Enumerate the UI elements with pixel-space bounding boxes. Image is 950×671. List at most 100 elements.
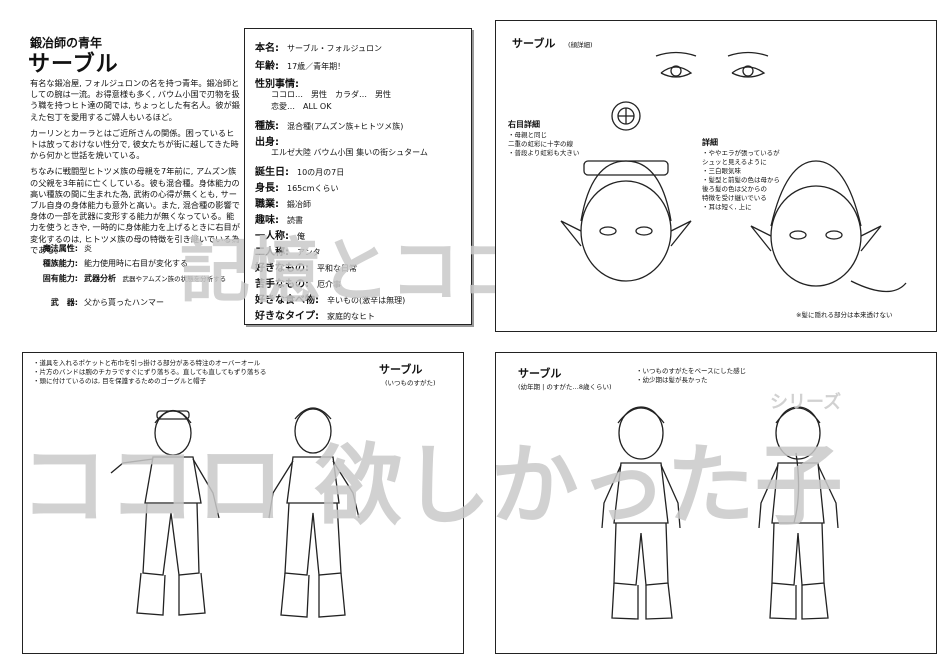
childhood-note: ・いつものすがたをベースにした感じ: [636, 367, 747, 375]
detail-note: ・髪型と前髪の色は母から: [702, 176, 780, 184]
profile-key: 二人称:: [255, 247, 289, 258]
profile-row: 一人称: 俺: [255, 227, 305, 242]
profile-key: 好きな食べ物:: [255, 295, 319, 306]
outfit-notes: ・道具を入れるポケットと布巾を引っ掛ける部分がある特注のオーバーオール ・片方の…: [33, 359, 353, 386]
profile-value: 混合種(アムズン族+ヒトツメ族): [287, 122, 404, 131]
detail-note: ・耳は短く, 上に: [702, 203, 752, 211]
skill-row: 武 器: 父から貰ったハンマー: [28, 297, 240, 312]
profile-key: 身長:: [255, 183, 279, 194]
profile-row: 誕生日: 10の月の7日: [255, 163, 344, 178]
profile-row: 出身:: [255, 133, 287, 148]
profile-row: 年齢: 17歳／青年期！: [255, 57, 345, 72]
skill-value: 武器分析: [84, 274, 116, 283]
profile-value: アンタ: [297, 248, 321, 257]
skill-key: 固有能力:: [42, 274, 78, 283]
profile-value: 17歳／青年期！: [287, 62, 346, 71]
profile-key: 一人称:: [255, 231, 289, 242]
profile-value: 読書: [287, 216, 303, 225]
outfit-note: ・道具を入れるポケットと布巾を引っ掛ける部分がある特注のオーバーオール: [33, 359, 261, 367]
panel-subtitle: (いつものすがた): [385, 379, 436, 387]
profile-key: 趣味:: [255, 215, 279, 226]
child-illustration-front-back: [601, 406, 839, 620]
profile-row: 二人称: アンタ: [255, 243, 321, 258]
profile-value: サーブル・フォルジュロン: [287, 44, 382, 53]
profile-value: 鍛冶師: [287, 200, 311, 209]
right-eye-title: 右目詳細: [508, 120, 540, 129]
childhood-notes: ・いつものすがたをベースにした感じ ・幼少期は髪が長かった: [636, 367, 746, 385]
profile-key: 好きなタイプ:: [255, 311, 319, 322]
profile-key: 出身:: [255, 137, 279, 148]
profile-value: 家庭的なヒト: [327, 312, 375, 321]
character-name: サーブル: [28, 52, 119, 77]
childhood-note: ・幼少期は髪が長かった: [636, 376, 708, 384]
profile-key: 好きなもの:: [255, 263, 309, 274]
profile-value: ココロ… 男性 カラダ… 男性: [271, 90, 391, 99]
profile-row: 恋愛… ALL OK: [255, 101, 331, 112]
skill-value: 父から貰ったハンマー: [84, 298, 164, 307]
skill-key: 種族能力:: [42, 259, 78, 268]
profile-key: 苦手なもの:: [255, 279, 309, 290]
profile-value: 10の月の7日: [297, 168, 345, 177]
character-illustration-front-back: [110, 407, 360, 618]
detail-note: 後ろ髪の色は父からの: [702, 185, 767, 193]
profile-row: 好きなタイプ: 家庭的なヒト: [255, 307, 375, 322]
full-body-panel: ・道具を入れるポケットと布巾を引っ掛ける部分がある特注のオーバーオール ・片方の…: [22, 352, 464, 654]
left-page: 鍛冶師の青年 サーブル 有名な鍛冶屋, フォルジュロンの名を持つ青年。鍛冶師とし…: [22, 28, 600, 654]
skills-box: 魔法属性: 炎 種族能力: 能力使用時に右目が変化する 固有能力: 武器分析 武…: [28, 243, 240, 321]
outfit-note: ・頭に付けているのは, 目を保護するためのゴーグルと帽子: [33, 377, 207, 385]
childhood-panel: サーブル (幼年期 | のすがた…8歳くらい) ・いつものすがたをベースにした感…: [495, 352, 937, 654]
profile-value: 辛いもの(激辛は無理): [327, 296, 406, 305]
profile-row: エルゼ大陸 バウム小国 集いの街シュターム: [255, 147, 428, 158]
profile-row: 好きなもの: 平和な日常: [255, 259, 357, 274]
skill-key: 魔法属性:: [42, 244, 78, 253]
outfit-note: ・片方のバンドは腕のチカラですぐにずり落ちる。直しても直してもずり落ちる: [33, 368, 267, 376]
profile-row: 苦手なもの: 厄介事: [255, 275, 341, 290]
skill-key: 武 器:: [50, 298, 78, 307]
profile-row: 趣味: 読書: [255, 211, 303, 226]
profile-key: 年齢:: [255, 61, 279, 72]
eye-note: ・普段より虹彩も大きい: [508, 149, 580, 157]
panel-title: サーブル: [512, 37, 556, 50]
detail-note: ・三白眼気味: [702, 167, 741, 175]
profile-row: 種族: 混合種(アムズン族+ヒトツメ族): [255, 117, 403, 132]
description-paragraph: カーリンとカーラとはご近所さんの関係。困っているヒトは放っておけない性分で, 彼…: [30, 127, 239, 161]
profile-key: 誕生日:: [255, 167, 289, 178]
character-subtitle: 鍛冶師の青年: [30, 36, 103, 50]
skill-row: 種族能力: 能力使用時に右目が変化する: [28, 258, 240, 273]
profile-row: 身長: 165cmくらい: [255, 179, 338, 194]
profile-value: 165cmくらい: [287, 184, 339, 193]
profile-key: 種族:: [255, 121, 279, 132]
profile-row: 職業: 鍛冶師: [255, 195, 311, 210]
profile-value: 俺: [297, 232, 305, 241]
detail-note: シュッと見えるように: [702, 158, 767, 166]
profile-value: エルゼ大陸 バウム小国 集いの街シュターム: [271, 148, 428, 157]
description-paragraph: 有名な鍛冶屋, フォルジュロンの名を持つ青年。鍛冶師としての腕は一流。お得意様も…: [30, 78, 240, 122]
eye-note: 二重の虹彩に十字の線: [508, 140, 573, 148]
skill-value: 炎: [84, 244, 92, 253]
detail-notes: ・ややエラが張っているが シュッと見えるように ・三白眼気味 ・髪型と前髪の色は…: [702, 149, 780, 212]
profile-row: 性別事情:: [255, 75, 307, 90]
profile-key: 本名:: [255, 43, 279, 54]
skill-value: 能力使用時に右目が変化する: [84, 259, 188, 268]
face-illustrations: [560, 51, 907, 293]
profile-value: 平和な日常: [317, 264, 357, 273]
detail-title: 詳細: [702, 138, 718, 147]
panel-subtitle: (顔詳細): [568, 41, 593, 49]
profile-row: ココロ… 男性 カラダ… 男性: [255, 89, 391, 100]
detail-note: 特徴を受け継いでいる: [702, 194, 767, 202]
profile-value: 厄介事: [317, 280, 341, 289]
profile-key: 性別事情:: [255, 79, 299, 90]
panel-title: サーブル: [518, 367, 562, 380]
detail-note: ・ややエラが張っているが: [702, 149, 780, 157]
eye-note: ・母親と同じ: [508, 131, 547, 139]
face-detail-panel: サーブル (顔詳細) 右目詳細 ・母親と同じ 二重の虹彩に十字の線 ・普段より虹…: [495, 20, 937, 332]
skill-row: 固有能力: 武器分析 武器やアムズン族の状態を分析する: [28, 273, 240, 297]
panel-subtitle: (幼年期 | のすがた…8歳くらい): [518, 383, 612, 391]
profile-row: 好きな食べ物: 辛いもの(激辛は無理): [255, 291, 405, 306]
panel-title: サーブル: [379, 363, 423, 376]
character-description: 有名な鍛冶屋, フォルジュロンの名を持つ青年。鍛冶師としての腕は一流。お得意様も…: [30, 78, 242, 261]
skill-row: 魔法属性: 炎: [28, 243, 240, 258]
description-paragraph: ちなみに戦闘型ヒトツメ族の母親を7年前に, アムズン族の父親を3年前に亡くしてい…: [30, 166, 240, 255]
profile-key: 職業:: [255, 199, 279, 210]
profile-value: 恋愛… ALL OK: [271, 102, 332, 111]
